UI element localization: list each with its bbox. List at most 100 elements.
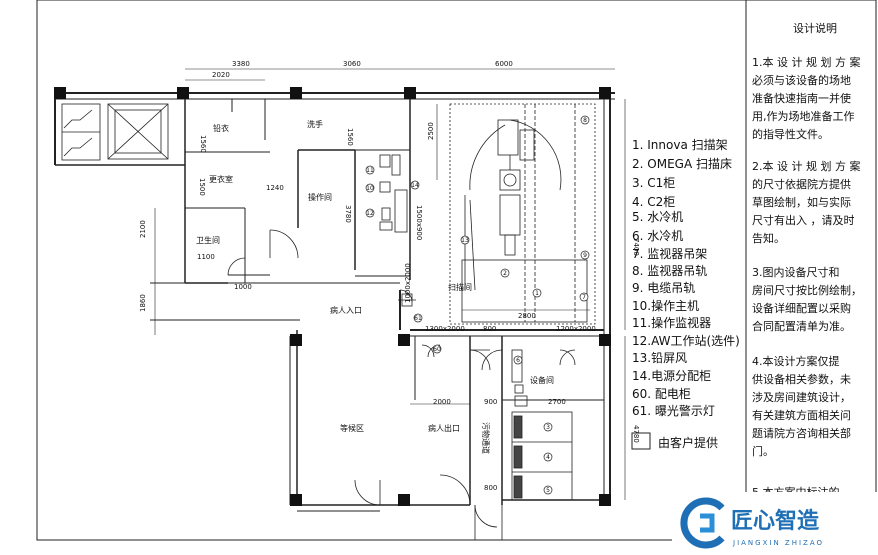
note-line: 尺寸有出入 ，请及时 bbox=[752, 213, 855, 227]
dim-800a: 800 bbox=[483, 325, 496, 333]
dim-3780: 3780 bbox=[344, 205, 352, 223]
svg-text:5: 5 bbox=[546, 487, 550, 494]
dim-2020: 2020 bbox=[212, 71, 230, 79]
dim-900: 900 bbox=[484, 398, 497, 406]
scan-room-equipment bbox=[449, 103, 596, 325]
note-line: 的指导性文件。 bbox=[752, 127, 829, 141]
brand-mark-icon bbox=[680, 497, 725, 549]
svg-text:13: 13 bbox=[461, 237, 469, 244]
dim-1500x900: 1500x900 bbox=[415, 205, 423, 240]
marker-7 bbox=[579, 292, 589, 302]
svg-text:60: 60 bbox=[433, 346, 441, 353]
marker-3 bbox=[543, 422, 553, 432]
marker-12 bbox=[365, 208, 375, 218]
marker-8 bbox=[580, 115, 590, 125]
note-line: 门。 bbox=[752, 444, 774, 458]
legend-item: 3. C1柜 bbox=[632, 176, 675, 190]
marker-2 bbox=[500, 268, 510, 278]
room-label-dirty-channel: 污物通道 bbox=[481, 422, 491, 454]
legend-item: 13.铅屏风 bbox=[632, 351, 687, 365]
svg-text:7: 7 bbox=[582, 294, 586, 301]
svg-text:12: 12 bbox=[366, 210, 374, 217]
equipment-marker-texts: 11 10 12 13 1 2 7 8 9 14 60 61 3 4 5 6 bbox=[366, 117, 587, 494]
lead-door-area bbox=[398, 293, 416, 307]
legend-item: 9. 电缆吊轨 bbox=[632, 281, 695, 295]
legend-item: 1. Innova 扫描架 bbox=[632, 138, 728, 152]
dimension-texts: 3380 3060 6000 2020 1560 1560 1500 1240 … bbox=[139, 60, 640, 492]
operation-room-equipment bbox=[379, 154, 408, 233]
design-notes: 设计说明 1.本 设 计 规 划 方 案 必须与该设备的场地 准备快速指南一并使… bbox=[752, 21, 862, 499]
note-line: 的尺寸依据院方提供 bbox=[752, 177, 851, 191]
room-label-operation: 操作间 bbox=[308, 192, 332, 202]
svg-text:2: 2 bbox=[503, 270, 507, 277]
dim-1860: 1860 bbox=[139, 294, 147, 312]
dim-1000: 1000 bbox=[234, 283, 252, 291]
marker-1 bbox=[532, 288, 542, 298]
legend-item: 4. C2柜 bbox=[632, 195, 675, 209]
note-line: 合同配置清单为准。 bbox=[752, 319, 851, 333]
dim-1500: 1500 bbox=[198, 178, 206, 196]
note-line: 题请院方咨询相关部 bbox=[752, 426, 851, 440]
marker-4 bbox=[543, 452, 553, 462]
dim-2700: 2700 bbox=[548, 398, 566, 406]
svg-text:11: 11 bbox=[366, 167, 374, 174]
room-label-lead-coat: 铅衣 bbox=[213, 123, 229, 133]
note-line: 必须与该设备的场地 bbox=[752, 73, 851, 87]
room-label-equipment: 设备间 bbox=[530, 375, 554, 385]
room-label-patient-out: 病人出口 bbox=[428, 423, 460, 433]
legend-client-note: 由客户提供 bbox=[658, 435, 718, 450]
dim-4780: 4780 bbox=[632, 425, 640, 443]
drawing-frame bbox=[36, 0, 877, 541]
legend-item: 7. 监视器吊架 bbox=[632, 246, 707, 261]
equipment-room-cabinets bbox=[511, 349, 573, 501]
client-supplied-swatch bbox=[631, 432, 651, 450]
room-label-patient-in: 病人入口 bbox=[330, 305, 362, 315]
room-label-scan: 扫描间 bbox=[448, 282, 472, 292]
note-line: 有关建筑方面相关问 bbox=[752, 408, 851, 422]
dim-1000x2000: 1000x2000 bbox=[404, 263, 412, 303]
marker-10 bbox=[365, 183, 375, 193]
legend-item: 8. 监视器吊轨 bbox=[632, 263, 707, 278]
dim-2800: 2800 bbox=[518, 312, 536, 320]
note-line: 2.本 设 计 规 划 方 案 bbox=[752, 159, 860, 173]
room-label-changing: 更衣室 bbox=[209, 174, 233, 184]
legend-item: 11.操作监视器 bbox=[632, 315, 711, 330]
door-swings bbox=[227, 229, 576, 540]
dim-1560a: 1560 bbox=[199, 135, 207, 153]
legend-item: 6. 水冷机 bbox=[632, 229, 683, 243]
svg-text:1: 1 bbox=[535, 290, 539, 297]
legend-item: 60. 配电柜 bbox=[632, 387, 691, 401]
marker-60 bbox=[432, 344, 442, 354]
note-line: 告知。 bbox=[752, 231, 785, 245]
equipment-legend: 1. Innova 扫描架 2. OMEGA 扫描床 3. C1柜 4. C2柜… bbox=[631, 138, 740, 450]
room-label-wash: 洗手 bbox=[307, 119, 323, 129]
note-line: 准备快速指南一并使 bbox=[752, 91, 851, 105]
structural-columns bbox=[54, 87, 611, 506]
note-line: 草图绘制，如与实际 bbox=[752, 195, 851, 209]
room-label-toilet: 卫生间 bbox=[196, 235, 220, 245]
room-label-waiting: 等候区 bbox=[340, 423, 364, 433]
svg-text:3: 3 bbox=[546, 424, 550, 431]
equipment-markers bbox=[365, 115, 590, 495]
dim-800b: 800 bbox=[484, 484, 497, 492]
marker-14 bbox=[410, 180, 420, 190]
svg-text:14: 14 bbox=[411, 182, 419, 189]
marker-61 bbox=[413, 313, 423, 323]
brand-logo: 匠心智造 JIANGXIN ZHIZAO bbox=[672, 492, 878, 555]
dim-2100: 2100 bbox=[139, 220, 147, 238]
svg-text:4: 4 bbox=[546, 454, 550, 461]
legend-item: 12.AW工作站(选件) bbox=[632, 334, 740, 348]
dim-1240: 1240 bbox=[266, 184, 284, 192]
legend-item: 2. OMEGA 扫描床 bbox=[632, 157, 732, 171]
svg-text:61: 61 bbox=[414, 315, 422, 322]
walls bbox=[54, 92, 615, 512]
marker-9 bbox=[580, 250, 590, 260]
dim-1100: 1100 bbox=[197, 253, 215, 261]
room-labels: 铅衣 洗手 更衣室 操作间 卫生间 扫描间 病人入口 等候区 病人出口 设备间 … bbox=[196, 119, 554, 454]
note-line: 涉及房间建筑设计， bbox=[752, 390, 851, 404]
notes-title: 设计说明 bbox=[793, 21, 837, 35]
note-line: 4.本设计方案仅提 bbox=[752, 354, 840, 368]
note-line: 房间尺寸按比例绘制， bbox=[752, 283, 862, 297]
marker-13 bbox=[460, 235, 470, 245]
